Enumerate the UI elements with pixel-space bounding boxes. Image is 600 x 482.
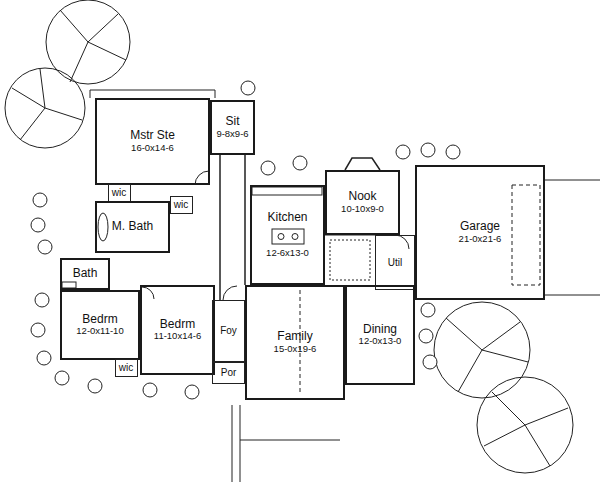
room: Mstr Ste16-0x14-6 — [95, 98, 210, 185]
bathtub — [98, 213, 108, 241]
room-name: Bedrm — [82, 313, 117, 327]
room-name: Util — [388, 257, 402, 269]
room-name: Bath — [73, 267, 98, 281]
room-name: Family — [277, 330, 312, 344]
room-name: wic — [112, 187, 126, 199]
room-dimensions: 9-8x9-6 — [216, 129, 248, 140]
room-dimensions: 11-10x14-6 — [154, 331, 201, 342]
closet-room: Util — [375, 235, 415, 290]
shrub — [31, 218, 45, 232]
shrub — [35, 293, 49, 307]
tree-branches — [484, 392, 568, 466]
walls — [90, 90, 380, 300]
shrub — [143, 383, 157, 397]
room-name: Bedrm — [160, 318, 195, 332]
tree-canopy — [477, 377, 573, 473]
door-swing — [142, 287, 154, 299]
tree-branches — [446, 318, 528, 392]
shrub — [88, 379, 102, 393]
tree-canopy — [46, 0, 130, 84]
bath-vanity — [62, 282, 76, 288]
room: Bedrm11-10x14-6 — [140, 285, 215, 375]
room-dimensions: 12-6x13-0 — [266, 248, 309, 259]
suite-bump — [90, 90, 215, 98]
tree-canopy — [5, 68, 85, 148]
closet-room: wic — [115, 359, 138, 377]
room-name: Mstr Ste — [130, 129, 175, 143]
room-name: Nook — [348, 190, 376, 204]
room-dimensions: 12-0x11-10 — [76, 326, 123, 337]
fixtures — [62, 171, 600, 482]
room-name: Kitchen — [267, 211, 307, 225]
closet-room: wic — [108, 184, 131, 202]
room-dimensions: 10-10x9-0 — [341, 204, 384, 215]
tree-branches — [60, 10, 126, 82]
pantry — [330, 240, 370, 280]
room-name: wic — [174, 199, 188, 211]
door-swing — [395, 235, 409, 249]
shrub — [446, 145, 460, 159]
room: Dining12-0x13-0 — [345, 285, 415, 385]
room-name: wic — [119, 362, 133, 374]
shrub — [423, 355, 437, 369]
front-walk — [232, 405, 340, 482]
shrub — [37, 351, 51, 365]
room: Nook10-10x9-0 — [325, 170, 400, 235]
room-name: Sit — [225, 115, 239, 129]
hall-wall — [220, 155, 245, 300]
shrub — [396, 145, 410, 159]
room-dimensions: 16-0x14-6 — [131, 143, 174, 154]
tree — [5, 0, 573, 473]
shrub — [261, 161, 275, 175]
shrub — [55, 371, 69, 385]
shrub — [293, 156, 307, 170]
shrub — [421, 303, 435, 317]
closet-room: Por — [212, 362, 245, 384]
tree-canopy — [434, 302, 530, 398]
door-swing — [195, 171, 209, 185]
room-name: Foy — [220, 325, 237, 337]
shrub — [241, 81, 255, 95]
cooktop-burner — [278, 234, 284, 240]
room: Family15-0x19-6 — [245, 285, 345, 400]
shrubs — [31, 81, 460, 399]
shrub — [421, 143, 435, 157]
closet-room: wic — [170, 196, 193, 214]
bay-window — [345, 158, 380, 170]
room: M. Bath — [95, 201, 170, 253]
cooktop-burner — [292, 234, 298, 240]
shrub — [419, 329, 433, 343]
room-name: M. Bath — [112, 220, 153, 234]
kitchen-counter — [252, 187, 322, 195]
room: Bath — [60, 258, 110, 290]
room-dimensions: 12-0x13-0 — [359, 336, 402, 347]
room-dimensions: 21-0x21-6 — [459, 234, 502, 245]
kitchen-island — [272, 229, 304, 244]
shrub — [31, 323, 45, 337]
tree-branches — [12, 69, 82, 140]
room-dimensions: 15-0x19-6 — [274, 344, 317, 355]
room: Sit9-8x9-6 — [210, 100, 255, 155]
room-name: Dining — [363, 323, 397, 337]
closet-room: Foy — [212, 300, 245, 362]
room-name: Garage — [460, 220, 500, 234]
driveway — [545, 180, 600, 295]
shrub — [38, 240, 52, 254]
garage-door — [512, 185, 540, 285]
room: Bedrm12-0x11-10 — [60, 290, 140, 360]
room-name: Por — [221, 367, 237, 379]
door-swing — [223, 286, 237, 300]
shrub — [185, 385, 199, 399]
shrub — [33, 193, 47, 207]
room: Kitchen 12-6x13-0 — [250, 185, 325, 285]
room: Garage21-0x21-6 — [415, 165, 545, 300]
